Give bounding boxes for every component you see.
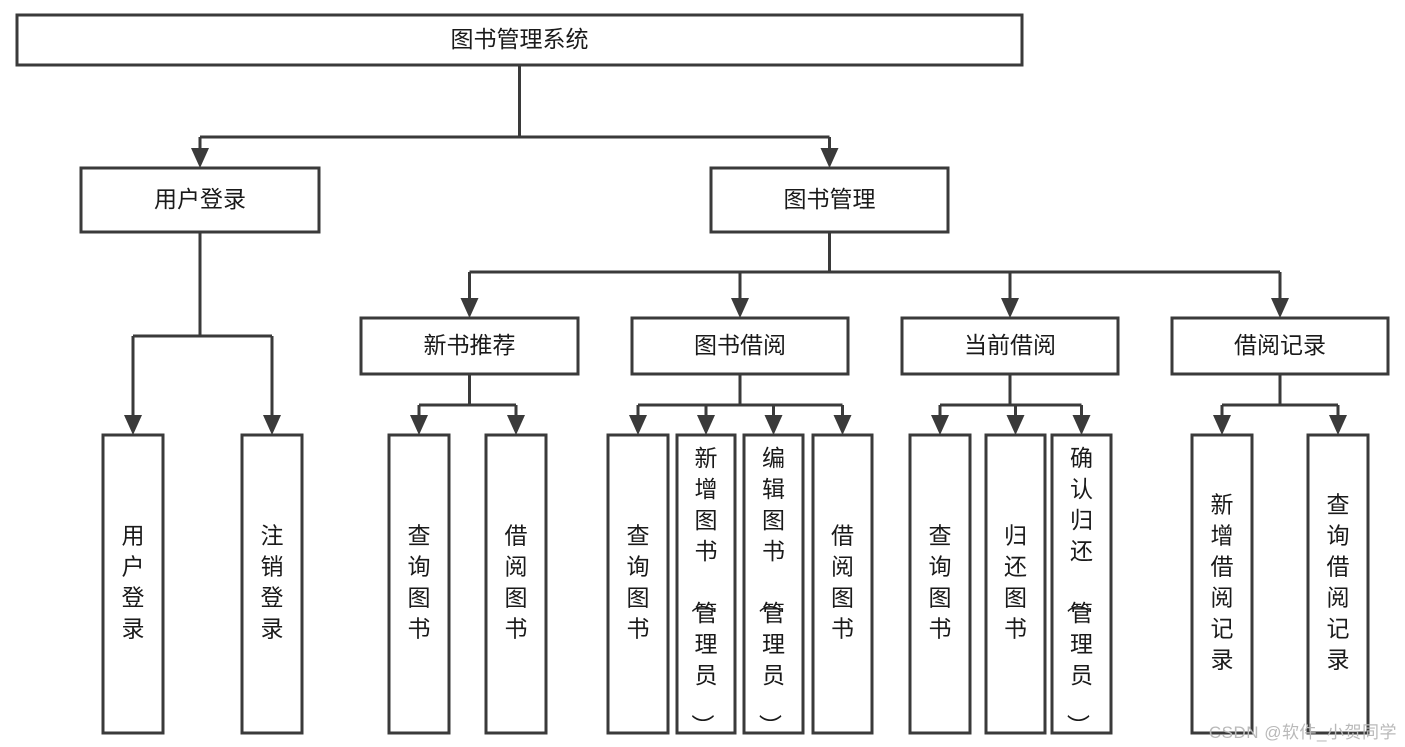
node-box[interactable] xyxy=(606,433,670,735)
connector-group-root xyxy=(191,65,839,168)
node-leaf-borrow-book-1[interactable]: 借阅图书 xyxy=(484,433,548,735)
arrow-head-icon xyxy=(460,298,479,318)
arrow-head-icon xyxy=(931,415,949,435)
node-label: 新增图书（管理员） xyxy=(690,445,718,737)
node-label: 归还图书 xyxy=(1004,523,1027,642)
node-box[interactable] xyxy=(240,433,304,735)
connector-group-book-manage xyxy=(460,232,1289,318)
arrow-head-icon xyxy=(833,415,852,435)
node-box[interactable] xyxy=(484,433,548,735)
connector-group-current-borrow xyxy=(931,374,1091,435)
arrow-head-icon xyxy=(1271,298,1289,318)
node-box[interactable] xyxy=(675,433,737,735)
node-leaf-query-book-3[interactable]: 查询图书 xyxy=(908,433,972,735)
node-leaf-confirm-return-admin[interactable]: 确认归还（管理员） xyxy=(1050,433,1113,737)
arrow-head-icon xyxy=(629,415,647,435)
arrow-head-icon xyxy=(1006,415,1025,435)
node-box[interactable] xyxy=(630,316,850,376)
node-label: 图书借阅 xyxy=(694,332,786,358)
node-layer: 图书管理系统用户登录图书管理新书推荐图书借阅当前借阅借阅记录用户登录注销登录查询… xyxy=(15,13,1390,737)
node-leaf-edit-book-admin[interactable]: 编辑图书（管理员） xyxy=(742,433,805,737)
node-box[interactable] xyxy=(79,166,321,234)
node-label: 借阅图书 xyxy=(831,523,854,642)
node-leaf-add-book-admin[interactable]: 新增图书（管理员） xyxy=(675,433,737,737)
node-box[interactable] xyxy=(811,433,874,735)
arrow-head-icon xyxy=(820,148,839,168)
node-label: 查询借阅记录 xyxy=(1327,492,1350,673)
node-label: 图书管理 xyxy=(784,186,876,212)
node-user-login[interactable]: 用户登录 xyxy=(79,166,321,234)
node-box[interactable] xyxy=(709,166,950,234)
arrow-head-icon xyxy=(410,415,428,435)
node-box[interactable] xyxy=(1170,316,1390,376)
connector-group-book-borrow xyxy=(629,374,852,435)
arrow-head-icon xyxy=(124,415,142,435)
connector-group-user-login xyxy=(124,232,281,435)
arrow-head-icon xyxy=(1329,415,1347,435)
arrow-head-icon xyxy=(1001,298,1019,318)
node-label: 当前借阅 xyxy=(964,332,1056,358)
node-new-book-recommend[interactable]: 新书推荐 xyxy=(359,316,580,376)
node-label: 用户登录 xyxy=(154,186,246,212)
node-box[interactable] xyxy=(908,433,972,735)
node-box[interactable] xyxy=(387,433,451,735)
node-leaf-add-borrow-record[interactable]: 新增借阅记录 xyxy=(1190,433,1254,735)
node-label: 确认归还（管理员） xyxy=(1065,445,1093,737)
node-box[interactable] xyxy=(900,316,1120,376)
node-borrow-record[interactable]: 借阅记录 xyxy=(1170,316,1390,376)
node-label: 编辑图书（管理员） xyxy=(757,445,785,737)
arrow-head-icon xyxy=(697,415,715,435)
node-box[interactable] xyxy=(984,433,1047,735)
node-label: 借阅记录 xyxy=(1234,332,1326,358)
node-label: 新书推荐 xyxy=(424,332,516,358)
connector-layer xyxy=(124,65,1347,435)
node-label: 用户登录 xyxy=(122,523,145,642)
node-label: 借阅图书 xyxy=(505,523,528,642)
arrow-head-icon xyxy=(263,415,281,435)
node-box[interactable] xyxy=(1190,433,1254,735)
arrow-head-icon xyxy=(191,148,209,168)
node-box[interactable] xyxy=(101,433,165,735)
arrow-head-icon xyxy=(764,415,783,435)
node-box[interactable] xyxy=(15,13,1024,67)
watermark-label: CSDN @软件_小贺同学 xyxy=(1208,723,1397,742)
node-leaf-user-login[interactable]: 用户登录 xyxy=(101,433,165,735)
node-leaf-user-logout[interactable]: 注销登录 xyxy=(240,433,304,735)
node-leaf-query-book-2[interactable]: 查询图书 xyxy=(606,433,670,735)
node-leaf-query-borrow-record[interactable]: 查询借阅记录 xyxy=(1306,433,1370,735)
node-root-book-management-system[interactable]: 图书管理系统 xyxy=(15,13,1024,67)
node-box[interactable] xyxy=(742,433,805,735)
node-label: 查询图书 xyxy=(408,523,431,642)
node-box[interactable] xyxy=(1050,433,1113,735)
node-current-borrow[interactable]: 当前借阅 xyxy=(900,316,1120,376)
node-book-manage[interactable]: 图书管理 xyxy=(709,166,950,234)
node-leaf-query-book-1[interactable]: 查询图书 xyxy=(387,433,451,735)
node-label: 查询图书 xyxy=(627,523,650,642)
node-label: 查询图书 xyxy=(929,523,952,642)
arrow-head-icon xyxy=(507,415,525,435)
node-book-borrow[interactable]: 图书借阅 xyxy=(630,316,850,376)
arrow-head-icon xyxy=(731,298,749,318)
node-box[interactable] xyxy=(359,316,580,376)
node-leaf-return-book[interactable]: 归还图书 xyxy=(984,433,1047,735)
node-label: 注销登录 xyxy=(261,523,284,642)
node-label: 图书管理系统 xyxy=(451,26,589,52)
connector-group-borrow-record xyxy=(1213,374,1347,435)
node-leaf-borrow-book-2[interactable]: 借阅图书 xyxy=(811,433,874,735)
arrow-head-icon xyxy=(1213,415,1231,435)
arrow-head-icon xyxy=(1072,415,1091,435)
connector-group-new-book-recommend xyxy=(410,374,525,435)
node-box[interactable] xyxy=(1306,433,1370,735)
node-label: 新增借阅记录 xyxy=(1211,492,1234,673)
